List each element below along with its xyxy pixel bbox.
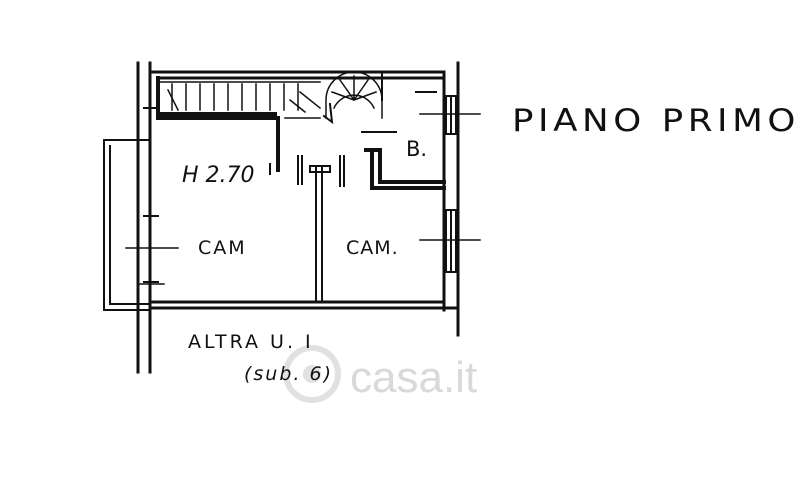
landing-wall (381, 71, 445, 101)
room-label-left: CAM (198, 237, 247, 259)
bottom-wall (148, 300, 460, 310)
spiral-stair (322, 71, 383, 125)
floor-title: PIANO PRIMO (512, 103, 800, 139)
window-right-lower (445, 209, 457, 273)
stair-wall (156, 76, 280, 172)
sub-label: (sub. 6) (244, 363, 333, 385)
partition-wall (315, 167, 323, 303)
door-marks (269, 155, 345, 187)
staircase (159, 81, 322, 119)
dimension-tick-left (125, 247, 179, 285)
balcony (103, 139, 151, 311)
watermark-text: casa.it (350, 353, 477, 402)
top-wall (148, 70, 446, 80)
left-window-marks (143, 107, 159, 283)
bathroom-wall (364, 148, 446, 190)
left-outer-wall (136, 61, 152, 374)
watermark-logo: casa.it (283, 345, 477, 403)
height-label: H 2.70 (182, 163, 255, 188)
window-right-upper (445, 95, 457, 135)
room-label-right: CAM. (346, 237, 399, 259)
other-unit-label: ALTRA U. I (188, 331, 314, 353)
bathroom-label: B. (406, 137, 427, 161)
partition-cap (309, 165, 331, 173)
